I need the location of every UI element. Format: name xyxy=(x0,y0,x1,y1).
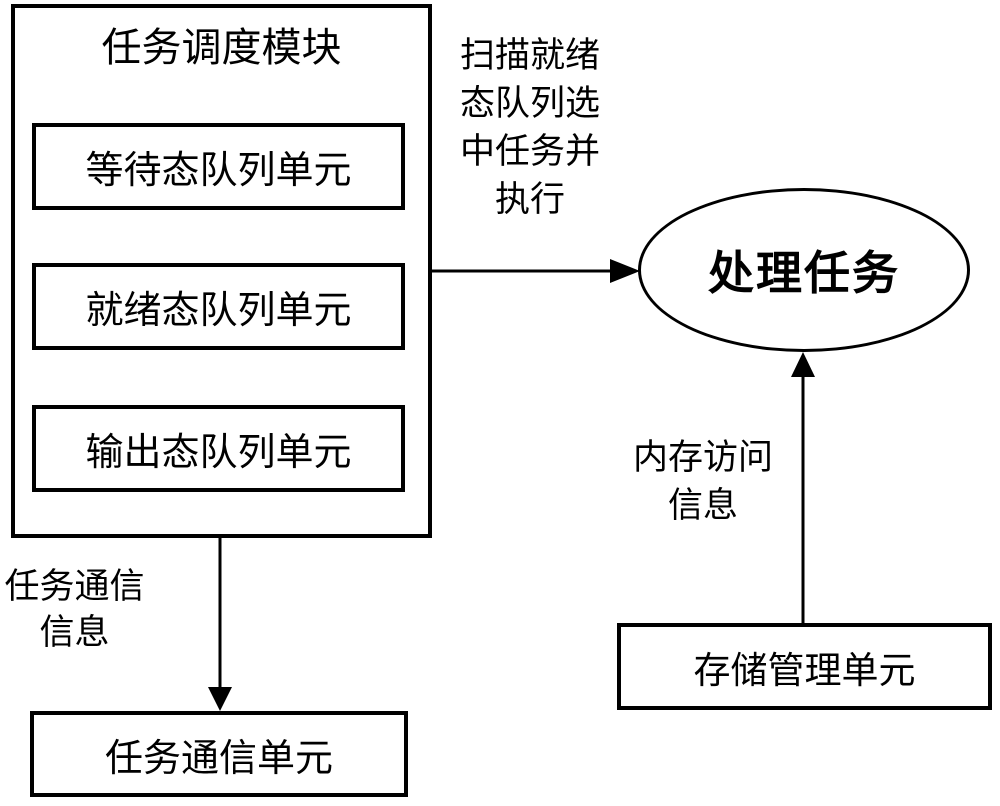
scan-execute-annotation-line: 中任务并 xyxy=(459,132,600,171)
waiting-queue-unit-box: 等待态队列单元 xyxy=(32,123,405,210)
memory-access-annotation-line: 内存访问 xyxy=(632,438,773,477)
task-communication-unit-box: 任务通信单元 xyxy=(30,711,408,797)
task-communication-unit-label: 任务通信单元 xyxy=(104,737,333,780)
process-task-label: 处理任务 xyxy=(708,248,900,299)
scheduler-module-title: 任务调度模块 xyxy=(101,25,342,70)
scheduler-module-box: 任务调度模块 等待态队列单元 就绪态队列单元 输出态队列单元 xyxy=(11,4,432,538)
storage-management-unit-box: 存储管理单元 xyxy=(617,623,992,710)
memory-access-annotation: 内存访问 信息 xyxy=(613,434,793,530)
ready-queue-unit-box: 就绪态队列单元 xyxy=(32,263,405,350)
arrow-storage-to-process xyxy=(791,352,815,624)
waiting-queue-unit-label: 等待态队列单元 xyxy=(85,150,352,192)
output-queue-unit-label: 输出态队列单元 xyxy=(85,432,352,474)
arrow-scheduler-to-comm xyxy=(208,536,232,711)
output-queue-unit-box: 输出态队列单元 xyxy=(32,405,405,492)
storage-management-unit-label: 存储管理单元 xyxy=(693,650,916,692)
scan-execute-annotation: 扫描就绪 态队列选 中任务并 执行 xyxy=(440,32,620,224)
arrow-scheduler-to-process xyxy=(430,259,640,283)
task-comm-annotation-line: 信息 xyxy=(39,613,110,652)
scan-execute-annotation-line: 扫描就绪 xyxy=(459,36,600,75)
task-comm-annotation-line: 任务通信 xyxy=(4,567,145,606)
process-task-ellipse: 处理任务 xyxy=(638,188,970,352)
task-comm-annotation: 任务通信 信息 xyxy=(2,564,147,656)
scan-execute-annotation-line: 执行 xyxy=(494,180,565,219)
memory-access-annotation-line: 信息 xyxy=(667,486,738,525)
ready-queue-unit-label: 就绪态队列单元 xyxy=(85,290,352,332)
scan-execute-annotation-line: 态队列选 xyxy=(459,84,600,123)
